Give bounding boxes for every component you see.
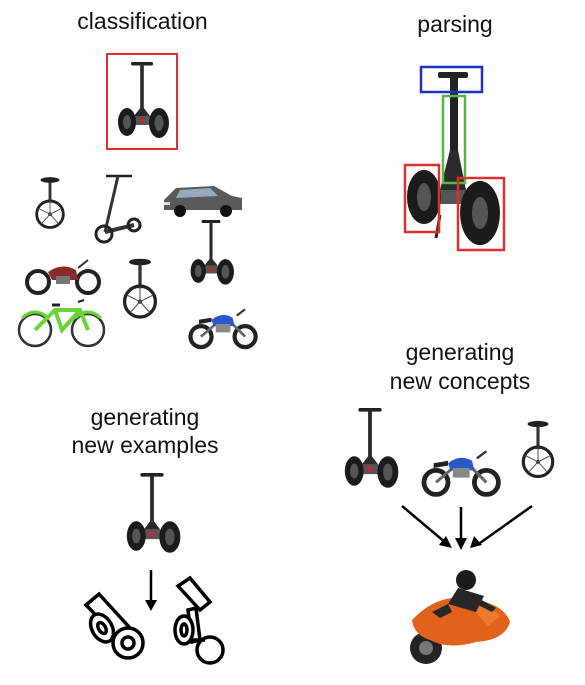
segway-icon xyxy=(126,473,181,553)
parsing-left-wheel-box xyxy=(403,163,441,234)
generating-examples-title-line1: generating xyxy=(90,404,200,430)
generating-concepts-title-line1: generating xyxy=(405,339,515,365)
classification-gallery xyxy=(17,174,256,348)
unicycle-icon xyxy=(122,257,158,319)
parsing-figure xyxy=(403,65,506,252)
generating-concepts-title-line2: new concepts xyxy=(389,368,531,394)
kick-scooter-icon xyxy=(94,174,142,244)
segway-icon xyxy=(344,408,399,488)
unicycle-icon xyxy=(521,419,555,479)
unicycle-icon xyxy=(35,175,65,229)
parsing-handlebar-box xyxy=(419,65,484,94)
sketch-variant-a xyxy=(83,591,145,660)
merge-arrows xyxy=(401,504,533,550)
generating-examples-figure xyxy=(83,473,225,665)
sketch-variant-b xyxy=(173,575,225,665)
generating-examples-title-line2: new examples xyxy=(71,432,219,458)
parsing-right-wheel-box xyxy=(456,176,506,252)
classification-query xyxy=(106,53,178,150)
motorcycle-icon xyxy=(424,451,498,494)
motorcycle-icon xyxy=(25,259,101,295)
generating-concepts-figure xyxy=(344,408,555,664)
parsing-title: parsing xyxy=(417,11,493,37)
car-icon xyxy=(164,186,242,217)
motorcycle-icon xyxy=(191,309,256,347)
segway-icon xyxy=(118,62,169,138)
parsing-stem-box xyxy=(441,94,467,185)
segway-icon xyxy=(190,220,234,285)
motorcycle-unicycle-icon xyxy=(410,570,510,664)
classification-title: classification xyxy=(77,8,208,34)
bicycle-icon xyxy=(17,299,106,348)
classification-highlight-box xyxy=(106,53,178,150)
